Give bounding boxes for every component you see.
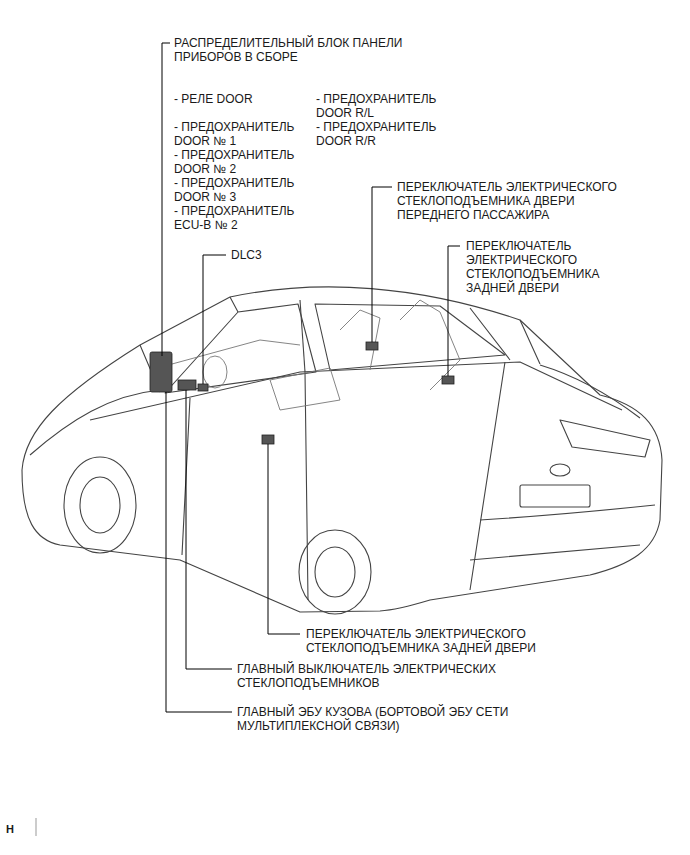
emblem bbox=[550, 464, 570, 476]
tail-light bbox=[560, 420, 650, 457]
callout-label: РАСПРЕДЕЛИТЕЛЬНЫЙ БЛОК ПАНЕЛИ ПРИБОРОВ В… bbox=[174, 36, 404, 64]
rear-bumper bbox=[470, 505, 655, 560]
front-wheel-hub bbox=[80, 477, 120, 533]
windshield bbox=[140, 297, 238, 392]
leader-lines bbox=[162, 43, 460, 712]
rear-wheel-hub bbox=[315, 547, 355, 597]
callout-label: ПЕРЕКЛЮЧАТЕЛЬ ЭЛЕКТРИЧЕСКОГО СТЕКЛОПОДЪЕ… bbox=[466, 239, 631, 295]
leader-line bbox=[186, 390, 232, 669]
rear-seat bbox=[400, 300, 460, 390]
leader-line bbox=[448, 246, 460, 376]
hood-line bbox=[30, 390, 160, 455]
page-mark-bar bbox=[36, 818, 37, 836]
callout-label: DLC3 bbox=[231, 248, 291, 262]
leader-line bbox=[372, 187, 392, 342]
callout-label: - ПРЕДОХРАНИТЕЛЬ DOOR № 1 bbox=[174, 120, 314, 148]
callout-label: - ПРЕДОХРАНИТЕЛЬ ECU-B № 2 bbox=[174, 204, 314, 232]
plate-area bbox=[520, 485, 590, 507]
dashboard bbox=[150, 340, 300, 370]
master-switch bbox=[178, 380, 196, 390]
front-window bbox=[165, 304, 316, 393]
callout-label: ГЛАВНЫЙ ВЫКЛЮЧАТЕЛЬ ЭЛЕКТРИЧЕСКИХ СТЕКЛО… bbox=[237, 662, 557, 690]
pillar bbox=[300, 300, 305, 372]
trunk-lid bbox=[540, 365, 640, 418]
callout-label: - ПРЕДОХРАНИТЕЛЬ DOOR № 2 bbox=[174, 148, 314, 176]
callout-label: - РЕЛЕ DOOR bbox=[174, 92, 314, 106]
rear-wheel bbox=[299, 530, 371, 614]
front-seat bbox=[340, 310, 380, 370]
leader-line bbox=[166, 392, 232, 712]
leader-line bbox=[203, 255, 226, 384]
rear-window bbox=[315, 304, 505, 370]
rear-left-switch bbox=[262, 435, 274, 444]
interior bbox=[150, 300, 460, 410]
junction-block bbox=[150, 352, 172, 392]
front-wheel bbox=[64, 457, 136, 553]
body-outline bbox=[22, 287, 662, 612]
console bbox=[270, 368, 340, 410]
components bbox=[150, 342, 454, 444]
callout-label: - ПРЕДОХРАНИТЕЛЬ DOOR R/L bbox=[316, 92, 456, 120]
steering-wheel bbox=[203, 356, 227, 388]
callout-label: ПЕРЕКЛЮЧАТЕЛЬ ЭЛЕКТРИЧЕСКОГО СТЕКЛОПОДЪЕ… bbox=[306, 627, 586, 655]
leader-line bbox=[162, 43, 170, 356]
callout-label: - ПРЕДОХРАНИТЕЛЬ DOOR № 3 bbox=[174, 176, 314, 204]
car-body bbox=[22, 287, 662, 614]
page-mark: H bbox=[6, 822, 26, 836]
rear-right-switch bbox=[442, 376, 454, 384]
callout-label: - ПРЕДОХРАНИТЕЛЬ DOOR R/R bbox=[316, 120, 456, 148]
callout-label: ПЕРЕКЛЮЧАТЕЛЬ ЭЛЕКТРИЧЕСКОГО СТЕКЛОПОДЪЕ… bbox=[397, 180, 647, 222]
rear-glass bbox=[470, 308, 540, 364]
door-line bbox=[182, 362, 505, 600]
passenger-switch bbox=[366, 342, 378, 350]
leader-line bbox=[268, 444, 300, 634]
dlc3-connector bbox=[198, 384, 208, 391]
callout-label: ГЛАВНЫЙ ЭБУ КУЗОВА (БОРТОВОЙ ЭБУ СЕТИ МУ… bbox=[237, 705, 527, 733]
